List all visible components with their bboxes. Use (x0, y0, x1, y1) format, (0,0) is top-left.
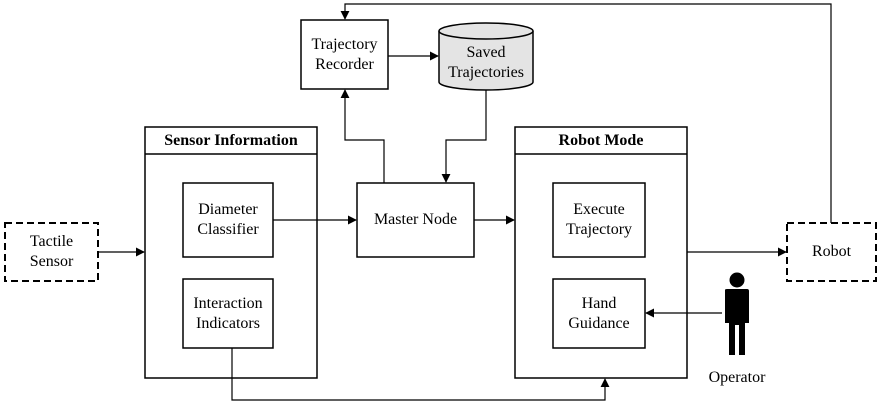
trajectory-recorder-label: Trajectory Recorder (311, 35, 378, 73)
edge-indicators-to-robotmode (231, 348, 610, 401)
sensor-information-title: Sensor Information (164, 131, 298, 149)
robot-mode-title: Robot Mode (558, 131, 644, 149)
tactile-sensor-label: Tactile Sensor (29, 233, 74, 270)
master-node-label: Master Node (373, 211, 458, 228)
interaction-indicators-label: Interaction Indicators (193, 294, 263, 332)
person-icon (725, 272, 749, 355)
interaction-indicators-box (182, 278, 274, 349)
diameter-classifier-box (182, 182, 274, 258)
diameter-classifier-label: Diameter Classifier (197, 201, 259, 238)
hand-guidance-box (552, 278, 646, 349)
hand-guidance-label: Hand Guidance (568, 294, 630, 332)
execute-trajectory-label: Execute Trajectory (565, 201, 633, 238)
operator-label: Operator (708, 369, 766, 386)
robot-box (786, 222, 877, 282)
edge-master-to-recorder (340, 89, 385, 183)
robot-label: Robot (811, 243, 852, 260)
saved-trajectories-label: Saved Trajectories (448, 44, 524, 81)
edge-saved-to-master (441, 90, 487, 183)
saved-trajectories-cylinder (438, 22, 534, 91)
master-node-box (356, 182, 475, 258)
trajectory-recorder-box (300, 19, 389, 90)
edge-robot-to-recorder (340, 3, 832, 223)
tactile-sensor-box (4, 222, 99, 282)
execute-trajectory-box (552, 182, 646, 258)
